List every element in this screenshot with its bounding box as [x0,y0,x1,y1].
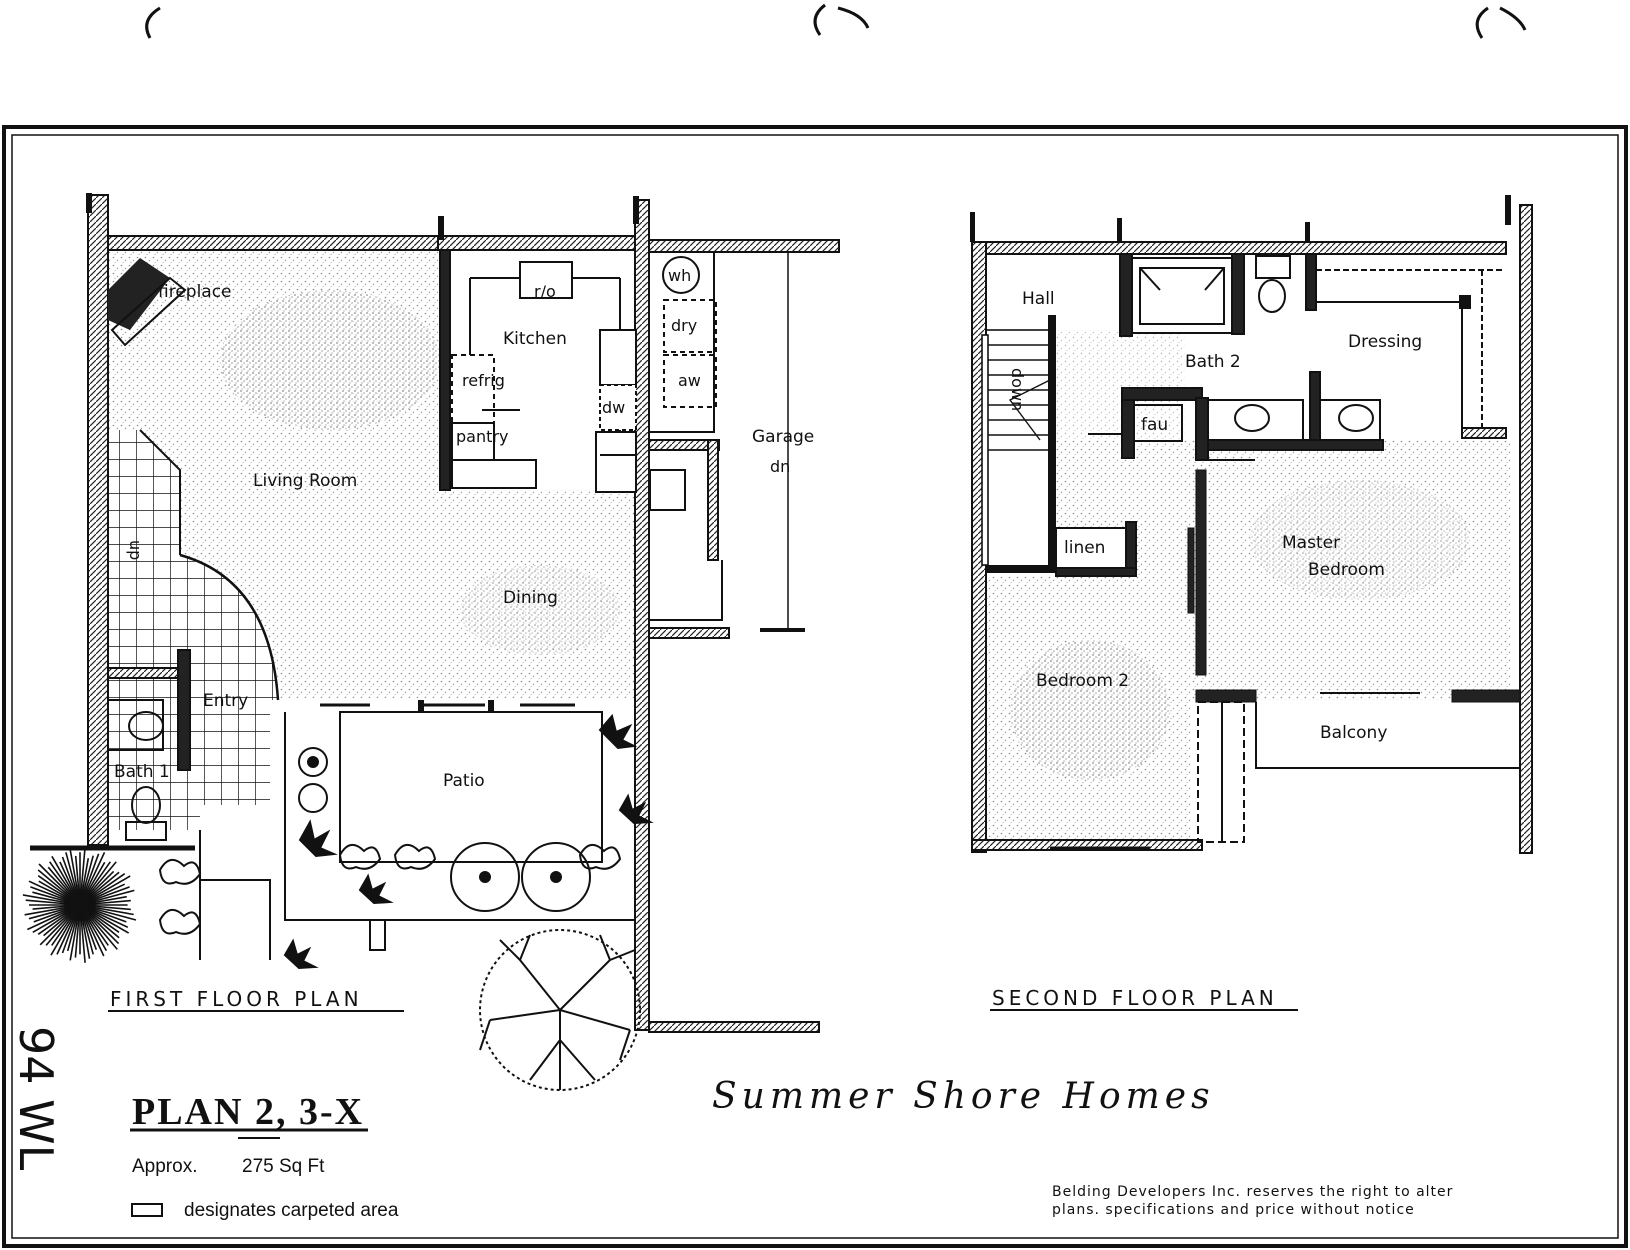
label-bath-1: Bath 1 [114,762,170,782]
title-block: Summer Shore Homes PLAN 2, 3-X Approx. 2… [9,1026,1453,1221]
binder-marks [145,3,1527,39]
stair-symbol [981,329,1052,571]
label-bath-2: Bath 2 [1185,352,1241,372]
label-entry: Entry [203,691,248,711]
label-garage-dn: dn [770,457,790,476]
label-fau: fau [1141,415,1168,435]
label-pantry: pantry [456,427,508,446]
label-dining: Dining [503,588,558,608]
label-bedroom-2: Bedroom 2 [1036,671,1129,691]
carpet-legend: designates carpeted area [184,1200,399,1221]
label-kitchen: Kitchen [503,329,567,349]
entry-tile-floor [108,430,278,830]
label-ro: r/o [534,282,556,301]
label-up: up [126,540,145,560]
label-dressing: Dressing [1348,332,1422,352]
label-master-bedroom: Bedroom [1308,560,1385,580]
label-hall: Hall [1022,289,1055,309]
second-floor-plan: Hall Bath 2 Dressing fau down linen Mast… [970,195,1533,1011]
label-refrig: refrig [462,371,505,390]
stamp-text: 94 WL [9,1026,63,1171]
area-label: Approx. [132,1156,197,1177]
page-frame [2,125,1628,1248]
brand-title: Summer Shore Homes [712,1076,1215,1117]
label-patio: Patio [443,771,485,791]
fireplace-symbol [108,258,170,330]
label-living-room: Living Room [253,471,357,491]
plan-name: PLAN 2, 3-X [132,1091,364,1133]
label-balcony: Balcony [1320,723,1387,743]
first-floor-plan: fireplace Living Room Kitchen r/o refrig… [22,193,840,1091]
label-garage: Garage [752,427,814,447]
carpet-legend-icon [131,1203,163,1217]
label-linen: linen [1064,538,1105,558]
label-master: Master [1282,533,1340,553]
disclaimer-line-2: plans. specifications and price without … [1052,1202,1415,1218]
shrub-symbol [22,847,137,963]
label-dw: dw [602,398,625,417]
label-wh: wh [668,266,691,285]
tree-symbol [479,929,641,1091]
label-aw: aw [678,371,701,390]
disclaimer-line-1: Belding Developers Inc. reserves the rig… [1052,1184,1453,1200]
balcony-outline [1197,701,1520,843]
label-down: down [1008,368,1027,411]
label-dry: dry [671,316,697,335]
area-value: 275 Sq Ft [242,1156,325,1177]
label-fireplace: fireplace [158,282,232,302]
first-floor-title: FIRST FLOOR PLAN [110,987,363,1011]
second-floor-title: SECOND FLOOR PLAN [992,986,1278,1010]
